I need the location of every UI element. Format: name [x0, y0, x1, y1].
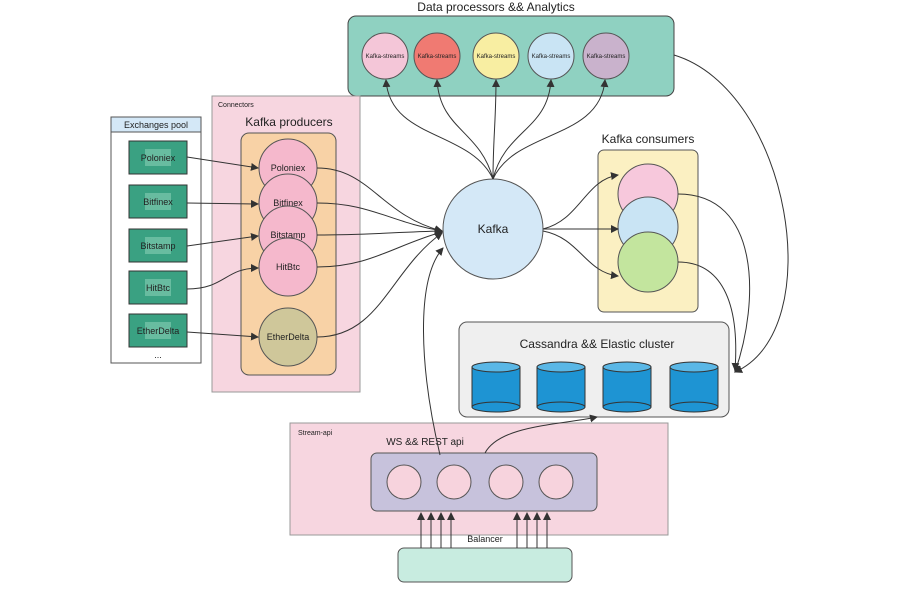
svg-text:HitBtc: HitBtc [146, 283, 171, 293]
arrow-consumer-storage-2 [677, 261, 740, 371]
consumer-node-3 [617, 231, 679, 293]
db-cylinder-3 [602, 361, 652, 413]
connections [186, 54, 789, 548]
exchange-etherdelta: EtherDelta [128, 313, 188, 348]
connectors-group: Connectors Kafka producers Poloniex Bitf… [211, 95, 361, 393]
ws-node-1 [386, 464, 422, 500]
ws-title: WS && REST api [386, 437, 464, 448]
consumers-title: Kafka consumers [602, 132, 695, 146]
ws-node-2 [436, 464, 472, 500]
arrow-ws-kafka [423, 247, 444, 456]
svg-text:EtherDelta: EtherDelta [267, 332, 310, 342]
arrow-ws-storage [484, 414, 598, 454]
exchange-hitbtc: HitBtc [128, 270, 188, 305]
arrow-kafka-consumer-3 [542, 230, 619, 280]
arrow-producer-poloniex [316, 167, 443, 234]
ws-node-4 [538, 464, 574, 500]
kafka-streams-node-2: Kafka-streams [413, 32, 461, 80]
arrow-producer-bitfinex [316, 202, 443, 234]
arrow-exchange-bitstamp [186, 233, 259, 247]
balancer-label: Balancer [467, 534, 503, 544]
exchange-poloniex: Poloniex [128, 140, 188, 175]
arrow-exchange-hitbtc [186, 264, 259, 290]
svg-text:HitBtc: HitBtc [276, 262, 301, 272]
kafka-streams-node-4: Kafka-streams [527, 32, 575, 80]
analytics-group: Data processors && Analytics Kafka-strea… [347, 0, 675, 97]
kafka-node: Kafka [442, 178, 544, 280]
svg-text:Bitfinex: Bitfinex [273, 198, 303, 208]
kafka-label: Kafka [478, 222, 509, 236]
connectors-label: Connectors [218, 102, 254, 109]
arrow-kafka-stream-2 [433, 79, 494, 180]
arrow-exchange-etherdelta [186, 331, 259, 341]
svg-text:Poloniex: Poloniex [141, 153, 176, 163]
exchange-bitstamp: Bitstamp [128, 228, 188, 263]
kafka-streams-node-5: Kafka-streams [582, 32, 630, 80]
arrow-kafka-stream-3 [491, 79, 500, 180]
svg-text:Bitstamp: Bitstamp [140, 241, 175, 251]
svg-text:Kafka-streams: Kafka-streams [366, 54, 405, 60]
producers-title: Kafka producers [245, 115, 332, 129]
exchange-bitfinex: Bitfinex [128, 184, 188, 219]
exchanges-header [110, 116, 202, 133]
exchanges-more: ... [154, 350, 162, 360]
arrow-consumer-storage-1 [677, 193, 751, 373]
svg-text:Kafka-streams: Kafka-streams [418, 54, 457, 60]
ws-node-3 [488, 464, 524, 500]
stream-api-label: Stream-api [298, 430, 333, 437]
exchanges-pool: Exchanges pool Poloniex Bitfinex Bitstam… [110, 116, 202, 364]
arrow-exchange-poloniex [186, 156, 259, 171]
db-cylinder-4 [669, 361, 719, 413]
analytics-title: Data processors && Analytics [417, 0, 574, 14]
arrow-exchange-bitfinex [186, 199, 259, 208]
arrow-kafka-stream-4 [492, 79, 555, 180]
arrow-kafka-stream-1 [382, 79, 494, 180]
ws-panel [370, 452, 598, 512]
db-cylinder-2 [536, 361, 586, 413]
balancer-box [397, 547, 573, 583]
arrow-kafka-consumer-1 [542, 172, 619, 230]
svg-text:Bitfinex: Bitfinex [143, 197, 173, 207]
storage-title: Cassandra && Elastic cluster [520, 337, 675, 351]
svg-text:Kafka-streams: Kafka-streams [532, 54, 571, 60]
arrow-analytics-storage [673, 54, 789, 373]
arrow-kafka-stream-5 [492, 79, 609, 180]
stream-api-group: Stream-api WS && REST api Balancer [289, 422, 669, 583]
arrow-producer-hitbtc [316, 230, 443, 268]
svg-text:Kafka-streams: Kafka-streams [477, 54, 516, 60]
arrow-producer-etherdelta [316, 232, 443, 338]
storage-group: Cassandra && Elastic cluster [458, 321, 730, 418]
arrow-producer-bitstamp [316, 227, 443, 236]
svg-text:Poloniex: Poloniex [271, 163, 306, 173]
kafka-streams-node-3: Kafka-streams [472, 32, 520, 80]
svg-text:Bitstamp: Bitstamp [270, 230, 305, 240]
consumers-group: Kafka consumers [597, 132, 699, 313]
svg-text:Kafka-streams: Kafka-streams [587, 54, 626, 60]
producer-etherdelta: EtherDelta [258, 307, 318, 367]
exchanges-title: Exchanges pool [124, 120, 188, 130]
kafka-streams-node-1: Kafka-streams [361, 32, 409, 80]
producer-hitbtc: HitBtc [258, 237, 318, 297]
svg-text:EtherDelta: EtherDelta [137, 326, 180, 336]
db-cylinder-1 [471, 361, 521, 413]
